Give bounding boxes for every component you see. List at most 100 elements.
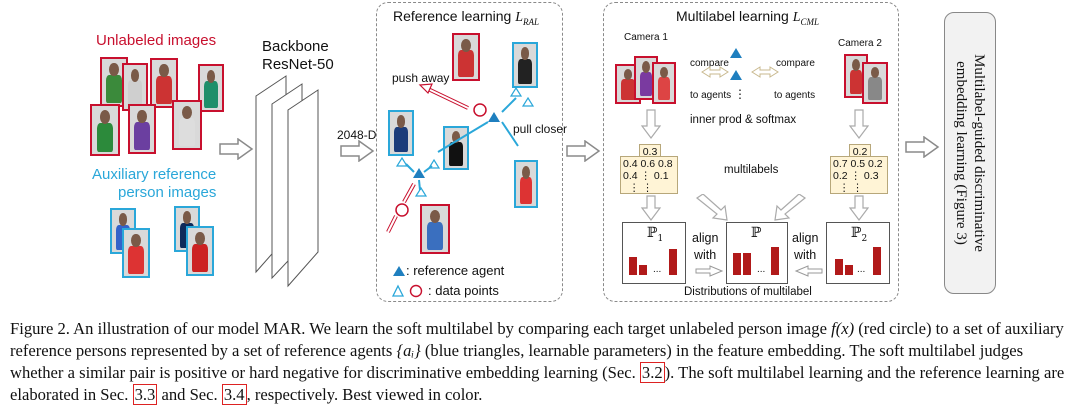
reference-learning-panel — [376, 2, 563, 302]
caption-math-ai: {aᵢ} — [396, 341, 421, 360]
unlabeled-person — [198, 64, 224, 112]
align-arrow-left — [695, 265, 724, 277]
caption-ref-link[interactable]: 3.2 — [639, 362, 665, 383]
caption-part: (blue triangles, learnable parameters) i… — [10, 341, 1024, 382]
ref-person — [420, 204, 450, 254]
camera2-person — [862, 62, 888, 104]
distribution-p1: ℙ1 ... — [622, 222, 686, 284]
aux-person — [122, 228, 150, 278]
p-bar — [771, 247, 779, 275]
backbone-label-line1: Backbone — [262, 38, 329, 55]
distribution-p2: ℙ2 ... — [826, 222, 890, 284]
compare-label-right: compare — [776, 58, 815, 69]
cam1-row3: ⋮ ⋮ — [629, 182, 653, 194]
legend-agent-label: : reference agent — [406, 263, 505, 278]
p-label: ℙ — [751, 225, 762, 241]
down-arrows-top — [640, 109, 870, 139]
camera1-person — [652, 62, 676, 104]
p-bar — [743, 253, 751, 275]
data-point-triangle — [395, 156, 409, 167]
with-right: with — [794, 248, 817, 262]
unlabeled-person — [90, 104, 120, 156]
aux-title-line1: Auxiliary reference — [92, 166, 217, 183]
inner-prod-label: inner prod & softmax — [690, 114, 797, 126]
distribution-p: ℙ ... — [726, 222, 788, 284]
multilabels-label: multilabels — [724, 164, 779, 176]
align-right: align — [792, 231, 819, 245]
data-point-circle — [395, 203, 409, 217]
unlabeled-person — [128, 104, 156, 154]
caption-ref-link[interactable]: 3.3 — [132, 384, 158, 405]
camera1-label: Camera 1 — [624, 32, 668, 43]
arrow-to-reference — [340, 140, 375, 162]
caption-part: (red circle) to a set of auxiliary refer… — [10, 319, 1064, 360]
with-left: with — [694, 248, 717, 262]
reference-agent-triangle — [488, 112, 500, 122]
embedding-learning-box: Multilabel-guided discriminative embeddi… — [944, 12, 996, 294]
ref-person — [452, 33, 480, 81]
p2-sub: 2 — [861, 233, 868, 244]
data-point-triangle — [414, 186, 428, 197]
push-away-label: push away — [392, 71, 450, 85]
data-point-triangle — [509, 86, 523, 97]
caption-ref-link[interactable]: 3.4 — [221, 384, 247, 405]
legend-points-icon — [392, 284, 423, 298]
p1-sub: 1 — [657, 233, 664, 244]
multilabel-title-math: L — [792, 10, 801, 25]
p1-symbol: ℙ — [647, 225, 658, 241]
p1-bar — [639, 265, 647, 275]
compare-agents-graphic: ⋮ — [701, 48, 779, 101]
feature-dim-label: 2048-D — [337, 128, 377, 142]
p1-ellipsis: ... — [653, 264, 662, 275]
pull-closer-label: pull closer — [513, 122, 568, 136]
multilabel-title-text: Multilabel learning — [676, 8, 793, 24]
reference-title-sub: RAL — [522, 16, 539, 27]
p2-bar — [873, 247, 881, 275]
caption-part: and Sec. — [157, 385, 222, 404]
pull-closer-arrow — [437, 97, 519, 153]
p1-label: ℙ1 — [647, 225, 663, 244]
unlabeled-person — [150, 58, 178, 108]
align-left: align — [692, 231, 719, 245]
p-bar — [733, 253, 741, 275]
caption-math-fx: f(x) — [831, 319, 855, 338]
p2-bar — [835, 259, 843, 275]
reference-embedding-diagram — [386, 83, 535, 233]
reference-learning-title: Reference learning LRAL — [393, 8, 539, 27]
unlabeled-title: Unlabeled images — [96, 32, 217, 49]
ref-person — [443, 126, 469, 170]
caption-part: ). The soft multilabel learning and the … — [10, 363, 1065, 404]
arrow-to-multilabel — [566, 140, 601, 162]
figure-caption: Figure 2. An illustration of our model M… — [10, 318, 1075, 406]
p1-bar — [629, 257, 637, 275]
embedding-line2: embedding learning (Figure 3) — [953, 61, 969, 245]
caption-part: Figure 2. An illustration of our model M… — [10, 319, 832, 338]
ref-person — [388, 110, 414, 156]
reference-title-text: Reference learning — [393, 8, 516, 24]
cam1-row2: 0.4 ⋮ 0.1 — [623, 170, 669, 182]
embedding-line1: Multilabel-guided discriminative — [971, 54, 987, 252]
legend-points-label: : data points — [428, 283, 499, 298]
p-ellipsis: ... — [757, 264, 766, 275]
cam2-row3: ⋮ ⋮ — [839, 182, 863, 194]
arrow-to-embedding — [905, 136, 940, 158]
data-point-circle — [473, 103, 487, 117]
embedding-learning-text: Multilabel-guided discriminative embeddi… — [952, 54, 988, 252]
p1-bar — [669, 249, 677, 275]
distributions-label: Distributions of multilabel — [684, 286, 812, 298]
unlabeled-person — [172, 100, 202, 150]
p2-symbol: ℙ — [851, 225, 862, 241]
multilabel-learning-title: Multilabel learning LCML — [676, 8, 819, 27]
push-away-arrow — [418, 83, 469, 110]
aux-person — [186, 226, 214, 276]
backbone-layers — [255, 75, 319, 288]
to-agents-left: to agents — [690, 90, 732, 101]
data-point-triangle — [521, 96, 535, 107]
push-away-arrow-2 — [402, 183, 416, 203]
svg-text:⋮: ⋮ — [734, 87, 746, 101]
caption-part: , respectively. Best viewed in color. — [246, 385, 483, 404]
p2-ellipsis: ... — [857, 264, 866, 275]
aux-title-line2: person images — [118, 184, 217, 201]
arrow-to-backbone — [219, 138, 254, 160]
multilabel-learning-panel — [603, 2, 899, 302]
